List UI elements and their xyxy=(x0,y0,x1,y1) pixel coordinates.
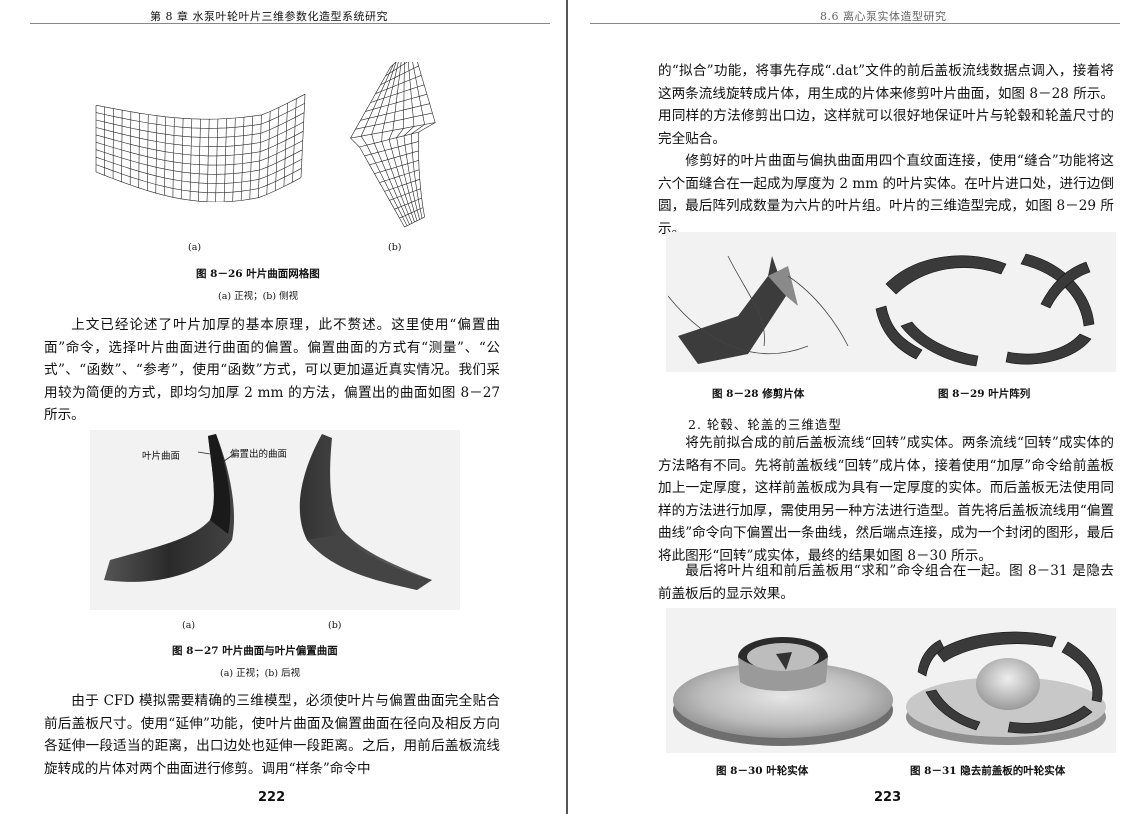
fig30-caption: 图 8－30 叶轮实体 xyxy=(716,765,809,777)
fig28-caption: 图 8－28 修剪片体 xyxy=(712,388,805,400)
left-paragraph-1: 上文已经论述了叶片加厚的基本原理，此不赘述。这里使用“偏置曲面”命令，选择叶片曲… xyxy=(44,317,500,423)
right-page: 8.6 离心泵实体造型研究 的“拟合”功能，将事先存成“.dat”文件的前后盖板… xyxy=(570,0,1136,814)
header-rule-right xyxy=(590,23,1120,24)
blade-offset-surfaces-figure xyxy=(104,434,432,590)
header-rule-left xyxy=(30,23,550,24)
fig31-caption: 图 8－31 隐去前盖板的叶轮实体 xyxy=(910,765,1066,777)
fig29-caption: 图 8－29 叶片阵列 xyxy=(938,388,1031,400)
right-paragraph-4: 最后将叶片组和前后盖板用“求和”命令组合在一起。图 8－31 是隐去前盖板后的显… xyxy=(658,563,1114,602)
blade-array-figure xyxy=(875,253,1095,367)
fig26-subcaption: (a) 正视；(b) 侧视 xyxy=(218,291,299,302)
fig26-caption: 图 8－26 叶片曲面网格图 xyxy=(196,268,320,280)
fig26-sub-a: (a) xyxy=(188,242,202,253)
page-number-left: 222 xyxy=(258,790,286,805)
label-offset-surface: 偏置出的曲面 xyxy=(230,449,288,460)
fig27-subcaption: (a) 正视；(b) 后视 xyxy=(220,668,301,679)
blade-mesh-side-view xyxy=(350,62,436,228)
leader-lines xyxy=(197,451,235,465)
trimmed-sheet-figure xyxy=(668,255,849,364)
section-heading: 2. 轮毂、轮盖的三维造型 xyxy=(688,417,842,432)
running-header-right: 8.6 离心泵实体造型研究 xyxy=(820,10,947,23)
right-paragraph-1: 的“拟合”功能，将事先存成“.dat”文件的前后盖板流线数据点调入，接着将这两条… xyxy=(658,63,1114,147)
left-page: 第 8 章 水泵叶轮叶片三维参数化造型系统研究 (a) (b) 图 8－26 叶… xyxy=(0,0,566,814)
impeller-without-cover-figure xyxy=(906,631,1106,745)
fig27-caption: 图 8－27 叶片曲面与叶片偏置曲面 xyxy=(172,645,338,657)
running-header-left: 第 8 章 水泵叶轮叶片三维参数化造型系统研究 xyxy=(150,10,388,23)
right-paragraph-3: 将先前拟合成的前后盖板流线“回转”成实体。两条流线“回转”成实体的方法略有不同。… xyxy=(658,435,1114,564)
label-blade-surface: 叶片曲面 xyxy=(142,451,181,462)
page-gutter xyxy=(566,0,568,814)
left-paragraph-2: 由于 CFD 模拟需要精确的三维模型，必须使叶片与偏置曲面完全贴合前后盖板尺寸。… xyxy=(44,693,500,777)
impeller-solid-figure xyxy=(673,637,893,746)
page-number-right: 223 xyxy=(874,790,902,805)
fig26-sub-b: (b) xyxy=(388,242,402,253)
fig27-sub-b: (b) xyxy=(328,620,342,631)
blade-mesh-front-view xyxy=(95,93,306,202)
right-paragraph-2: 修剪好的叶片曲面与偏执曲面用四个直纹面连接，使用“缝合”功能将这六个面缝合在一起… xyxy=(658,153,1114,237)
fig27-sub-a: (a) xyxy=(182,620,196,631)
